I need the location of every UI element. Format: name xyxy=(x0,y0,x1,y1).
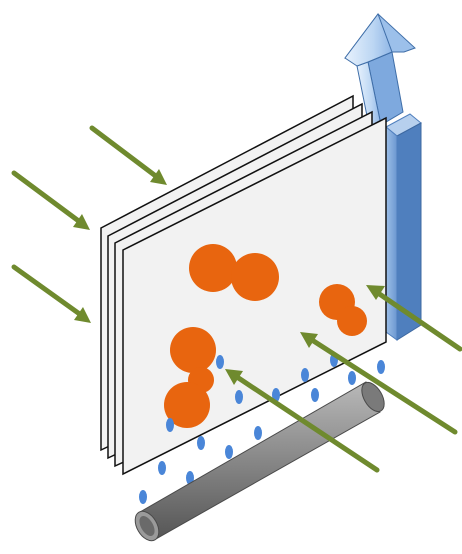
fouling-spot xyxy=(189,244,237,292)
bubble xyxy=(216,355,224,369)
arrow-icon xyxy=(11,264,91,323)
bubble xyxy=(272,388,280,402)
fouling-spot xyxy=(170,327,216,373)
bubble xyxy=(301,368,309,382)
inflow-arrows xyxy=(11,125,462,473)
arrow-icon xyxy=(300,332,458,435)
arrow-icon xyxy=(225,369,380,473)
bubble xyxy=(348,371,356,385)
air-bubbles xyxy=(139,353,385,504)
bubble xyxy=(225,445,233,459)
bubble xyxy=(311,388,319,402)
bubble xyxy=(139,490,147,504)
bubble xyxy=(158,461,166,475)
arrow-icon xyxy=(11,170,90,230)
arrow-icon xyxy=(89,125,167,185)
bubble xyxy=(186,471,194,485)
fouling-spot xyxy=(164,382,210,428)
fouling-spots xyxy=(164,244,367,428)
aeration-pipe xyxy=(134,381,385,542)
fouling-spot xyxy=(337,306,367,336)
bubble xyxy=(377,360,385,374)
arrow-icon xyxy=(366,285,462,352)
bubble xyxy=(254,426,262,440)
collector-column xyxy=(385,113,422,341)
bubble xyxy=(166,418,174,432)
bubble xyxy=(197,436,205,450)
up-arrow-icon xyxy=(344,12,416,132)
fouling-spot xyxy=(231,253,279,301)
bubble xyxy=(235,390,243,404)
